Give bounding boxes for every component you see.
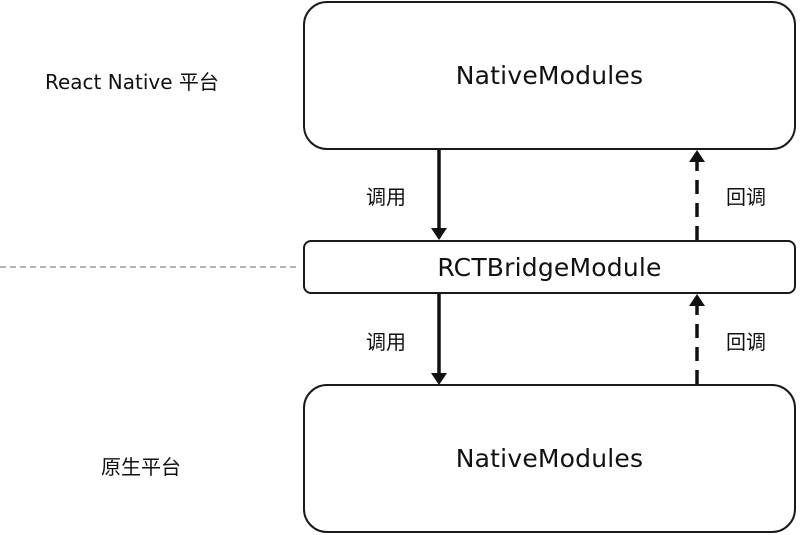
native-modules-box: NativeModules bbox=[303, 384, 796, 533]
call-label-bottom: 调用 bbox=[366, 330, 406, 354]
native-platform-label: 原生平台 bbox=[101, 455, 181, 479]
native-modules-label: NativeModules bbox=[455, 444, 644, 473]
bridge-module-box: RCTBridgeModule bbox=[303, 240, 796, 294]
callback-label-top: 回调 bbox=[726, 185, 766, 209]
callback-arrowhead-top bbox=[689, 150, 705, 162]
bridge-module-label: RCTBridgeModule bbox=[437, 252, 662, 282]
callback-label-bottom: 回调 bbox=[726, 330, 766, 354]
react-native-modules-box: NativeModules bbox=[303, 1, 796, 150]
react-native-platform-label: React Native 平台 bbox=[45, 70, 219, 94]
callback-arrowhead-bottom bbox=[689, 294, 705, 306]
call-arrowhead-top bbox=[431, 228, 447, 240]
react-native-modules-label: NativeModules bbox=[455, 61, 644, 90]
call-label-top: 调用 bbox=[366, 185, 406, 209]
